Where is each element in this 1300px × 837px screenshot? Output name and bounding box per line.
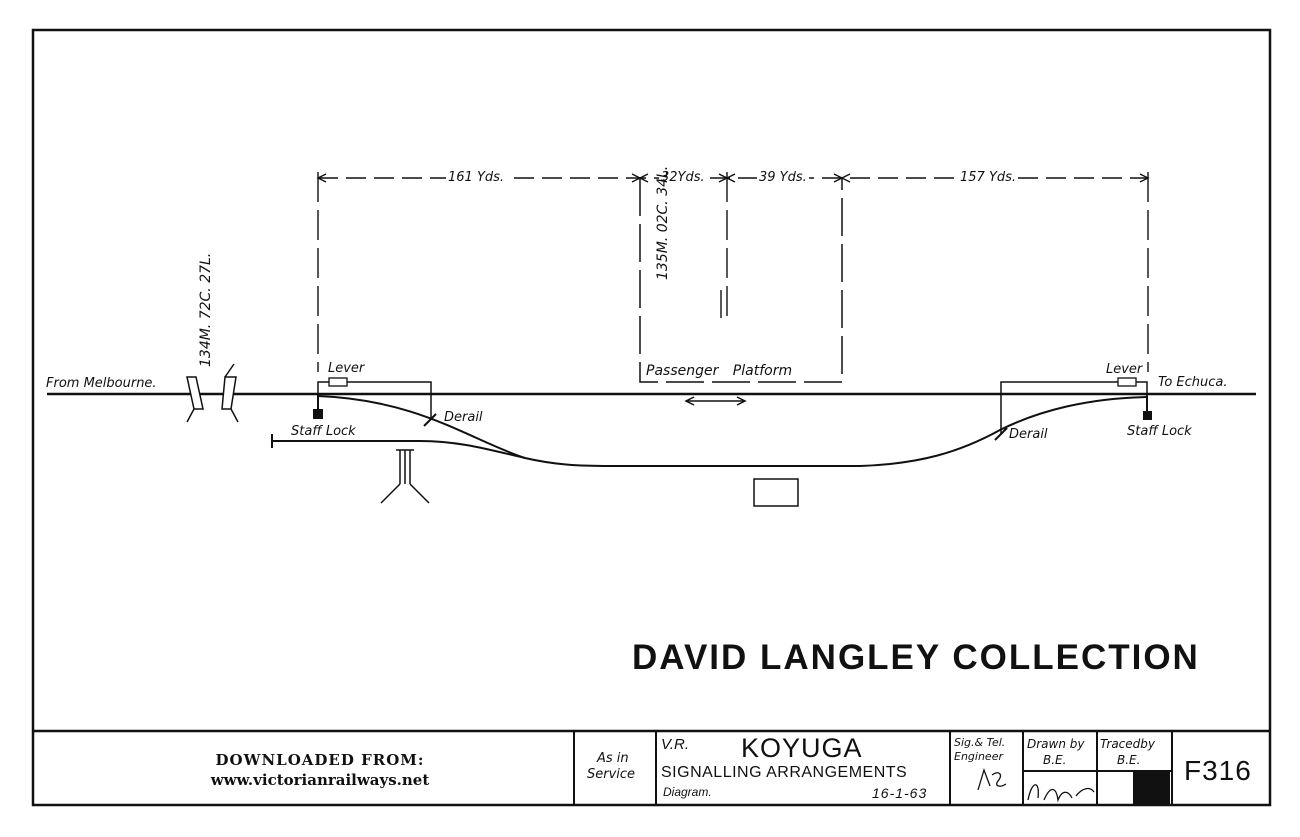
passenger-platform (639, 178, 843, 383)
arrow-head-right-icon (736, 396, 747, 406)
derail-left-mark (423, 413, 437, 427)
distance-right-label: 157 Yds. (958, 170, 1019, 185)
distance-mid-left-label: 32Yds. (659, 170, 707, 185)
sheet-border (31, 28, 1272, 807)
station-mileage-label: 135M. 02C. 34L. (655, 165, 671, 280)
derail-right-label: Derail (1009, 427, 1048, 442)
crossing-loop (317, 395, 1148, 467)
arrow-head-left-icon (684, 396, 695, 406)
station-building (753, 478, 799, 507)
traced-by-header: Tracedby (1100, 737, 1156, 751)
distance-left-label: 161 Yds. (446, 170, 507, 185)
lever-left-label: Lever (328, 361, 365, 376)
status-line1: As in (597, 751, 629, 766)
drawing-date: 16-1-63 (872, 785, 928, 801)
dimension-lines (316, 172, 1150, 372)
platform-label: Passenger Platform (646, 363, 793, 379)
staff-lock-left-label: Staff Lock (291, 424, 356, 439)
from-direction-label: From Melbourne. (46, 376, 157, 391)
lever-rodding-right (1000, 381, 1148, 434)
station-name: KOYUGA (741, 733, 863, 763)
lever-left-box (328, 377, 348, 387)
drawing-number: F316 (1184, 755, 1252, 786)
lever-rodding-left (317, 381, 432, 420)
drawn-by-value: B.E. (1043, 753, 1067, 767)
download-url-link[interactable]: www.victorianrailways.net (210, 771, 430, 789)
drawn-by-header: Drawn by (1027, 737, 1085, 751)
collection-watermark: DAVID LANGLEY COLLECTION (632, 638, 1200, 677)
drawing-subject: SIGNALLING ARRANGEMENTS (661, 764, 908, 781)
railway-label: V.R. (661, 736, 690, 753)
derail-right-mark (994, 427, 1008, 441)
engineer-signature (977, 767, 1007, 791)
home-signal-mileage-label: 134M. 72C. 27L. (198, 252, 214, 367)
home-signal-icon (186, 363, 239, 423)
lever-right-box (1117, 377, 1137, 387)
approval-signature (1027, 784, 1095, 803)
dead-end-siding (272, 440, 526, 459)
lever-right-label: Lever (1106, 362, 1143, 377)
derail-left-label: Derail (444, 410, 483, 425)
staff-lock-left-marker (313, 409, 323, 419)
engineer-header: Sig.& Tel. Engineer (954, 736, 1006, 764)
traced-by-value: B.E. (1117, 753, 1141, 767)
download-heading: DOWNLOADED FROM: (215, 751, 425, 769)
distance-mid-right-label: 39 Yds. (757, 170, 809, 185)
traced-by-fill (1133, 771, 1170, 804)
status-line2: Service (587, 767, 636, 782)
siding-signal-icon (380, 449, 430, 504)
to-direction-label: To Echuca. (1158, 375, 1228, 390)
drawing-kind: Diagram. (663, 785, 712, 799)
staff-lock-right-marker (1143, 411, 1152, 420)
staff-lock-right-label: Staff Lock (1127, 424, 1192, 439)
